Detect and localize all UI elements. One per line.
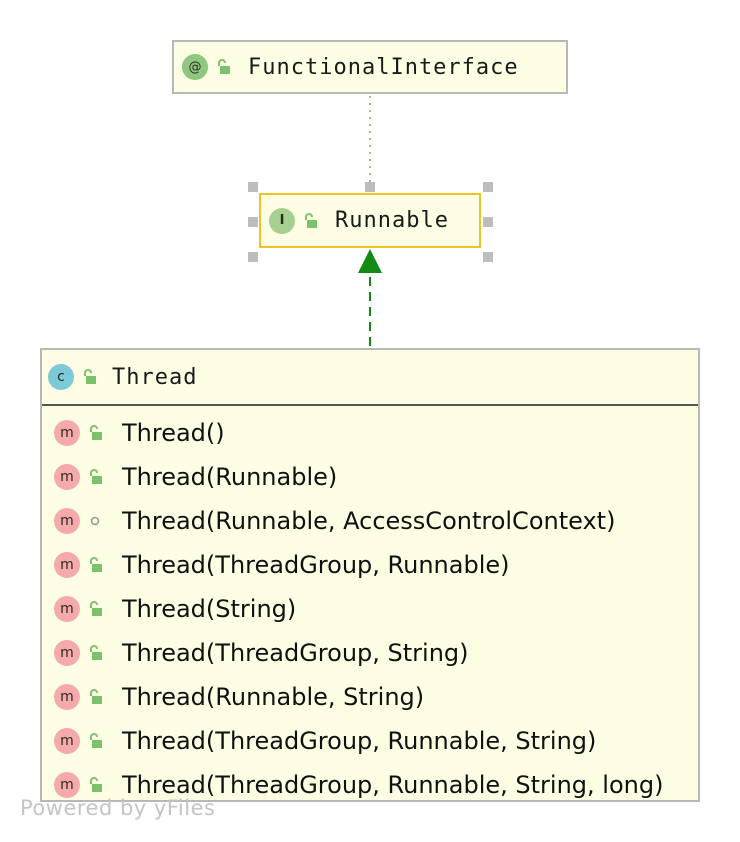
node-title: Runnable <box>335 208 449 233</box>
public-lock-icon <box>80 369 98 385</box>
public-lock-icon <box>86 425 104 441</box>
method-row[interactable]: m Thread(ThreadGroup, String) <box>42 631 698 675</box>
method-row[interactable]: m Thread(Runnable) <box>42 455 698 499</box>
public-lock-icon <box>86 601 104 617</box>
public-lock-icon <box>86 777 104 793</box>
node-runnable[interactable]: I Runnable <box>259 193 481 248</box>
method-label: Thread(Runnable) <box>122 463 338 491</box>
public-lock-icon <box>86 733 104 749</box>
annotation-icon: @ <box>182 54 208 80</box>
method-row[interactable]: m Thread(ThreadGroup, Runnable) <box>42 543 698 587</box>
selection-handle[interactable] <box>248 252 258 262</box>
powered-by-footer: Powered by yFiles <box>20 796 216 820</box>
method-icon: m <box>54 464 80 490</box>
selection-handle[interactable] <box>483 217 493 227</box>
public-lock-icon <box>214 59 232 75</box>
selection-handle[interactable] <box>248 217 258 227</box>
class-icon: c <box>48 364 74 390</box>
public-lock-icon <box>86 557 104 573</box>
public-lock-icon <box>86 689 104 705</box>
public-lock-icon <box>301 212 319 229</box>
method-icon: m <box>54 508 80 534</box>
public-lock-icon <box>86 645 104 661</box>
method-icon: m <box>54 596 80 622</box>
package-private-icon <box>86 514 104 528</box>
method-label: Thread(ThreadGroup, Runnable, String, lo… <box>122 771 664 799</box>
method-label: Thread(ThreadGroup, Runnable, String) <box>122 727 597 755</box>
interface-icon: I <box>269 207 295 234</box>
class-header: c Thread <box>42 350 698 404</box>
method-icon: m <box>54 640 80 666</box>
method-icon: m <box>54 772 80 798</box>
method-row[interactable]: m Thread(Runnable, String) <box>42 675 698 719</box>
selection-handle[interactable] <box>483 252 493 262</box>
node-functionalinterface[interactable]: @ FunctionalInterface <box>172 40 568 94</box>
member-divider <box>42 404 698 406</box>
method-label: Thread(Runnable, AccessControlContext) <box>122 507 616 535</box>
method-row[interactable]: m Thread(String) <box>42 587 698 631</box>
selection-handle[interactable] <box>483 182 493 192</box>
method-label: Thread(ThreadGroup, String) <box>122 639 469 667</box>
method-label: Thread() <box>122 419 225 447</box>
method-label: Thread(ThreadGroup, Runnable) <box>122 551 510 579</box>
implements-arrowhead <box>358 249 382 273</box>
selection-handle[interactable] <box>248 182 258 192</box>
method-row[interactable]: m Thread(Runnable, AccessControlContext) <box>42 499 698 543</box>
method-row[interactable]: m Thread(ThreadGroup, Runnable, String, l… <box>42 763 698 807</box>
method-icon: m <box>54 420 80 446</box>
method-row[interactable]: m Thread(ThreadGroup, Runnable, String) <box>42 719 698 763</box>
method-label: Thread(String) <box>122 595 297 623</box>
method-row[interactable]: m Thread() <box>42 411 698 455</box>
node-title: FunctionalInterface <box>248 54 519 80</box>
method-icon: m <box>54 728 80 754</box>
selection-handle[interactable] <box>365 182 375 192</box>
method-label: Thread(Runnable, String) <box>122 683 425 711</box>
method-icon: m <box>54 684 80 710</box>
method-icon: m <box>54 552 80 578</box>
node-title: Thread <box>112 364 198 390</box>
public-lock-icon <box>86 469 104 485</box>
